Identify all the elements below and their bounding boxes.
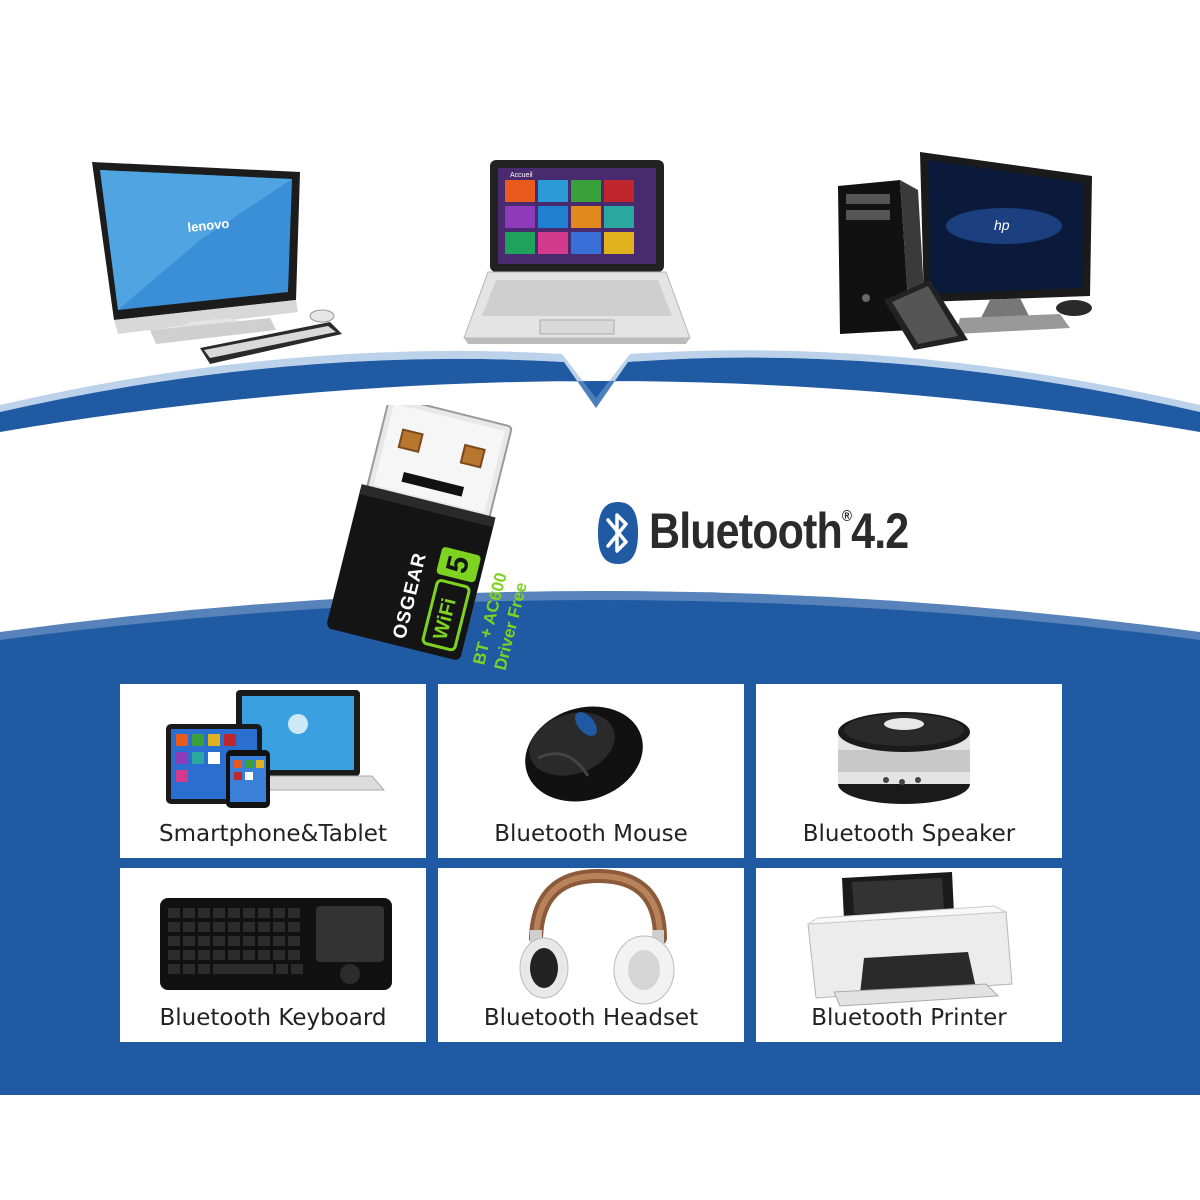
hp-screen-brand: hp: [994, 217, 1010, 233]
wifi-bluetooth-dongle: [327, 405, 513, 660]
headset-icon: [519, 868, 675, 1005]
wifi-badge-number-box: 5: [435, 546, 482, 584]
speaker-icon: [838, 712, 970, 804]
cell-mouse: Bluetooth Mouse: [438, 684, 744, 858]
bluetooth-word: Bluetooth: [649, 503, 843, 559]
compatible-devices-grid: Smartphone&Tablet Bluetooth Mouse Blueto…: [120, 684, 1064, 1048]
wifi-badge: WiFi: [420, 577, 472, 653]
tablet-phone-icon: [166, 690, 386, 808]
printer-icon: [807, 872, 1013, 1007]
hp-desktop-icon: hp: [838, 152, 1092, 350]
bluetooth-version-logo: Bluetooth®4.2: [595, 500, 925, 570]
cell-label: Bluetooth Mouse: [494, 821, 688, 847]
cell-label: Smartphone&Tablet: [159, 821, 387, 847]
cell-headset: Bluetooth Headset: [438, 868, 744, 1042]
lenovo-computer-icon: lenovo: [92, 162, 342, 364]
cell-label: Bluetooth Printer: [811, 1005, 1007, 1031]
cell-printer: Bluetooth Printer: [756, 868, 1062, 1042]
keyboard-icon: [160, 898, 392, 990]
cell-label: Bluetooth Headset: [483, 1005, 699, 1031]
wifi-badge-number: 5: [440, 552, 477, 577]
mouse-icon: [525, 706, 643, 802]
bluetooth-registered: ®: [841, 508, 852, 525]
laptop-icon: Accueil: [463, 160, 691, 344]
top-devices: lenovo Accueil: [92, 152, 1092, 364]
cell-keyboard: Bluetooth Keyboard: [120, 868, 426, 1042]
cell-smartphone-tablet: Smartphone&Tablet: [120, 684, 426, 858]
cell-speaker: Bluetooth Speaker: [756, 684, 1062, 858]
lenovo-screen-brand: lenovo: [187, 216, 230, 235]
bluetooth-version: 4.2: [851, 503, 909, 559]
bluetooth-wordmark: Bluetooth®4.2: [649, 502, 909, 560]
cell-label: Bluetooth Keyboard: [159, 1005, 387, 1031]
wifi-badge-text: WiFi: [429, 595, 461, 643]
bluetooth-icon: [598, 502, 638, 564]
laptop-screen-text: Accueil: [510, 172, 533, 179]
cell-label: Bluetooth Speaker: [802, 821, 1016, 847]
